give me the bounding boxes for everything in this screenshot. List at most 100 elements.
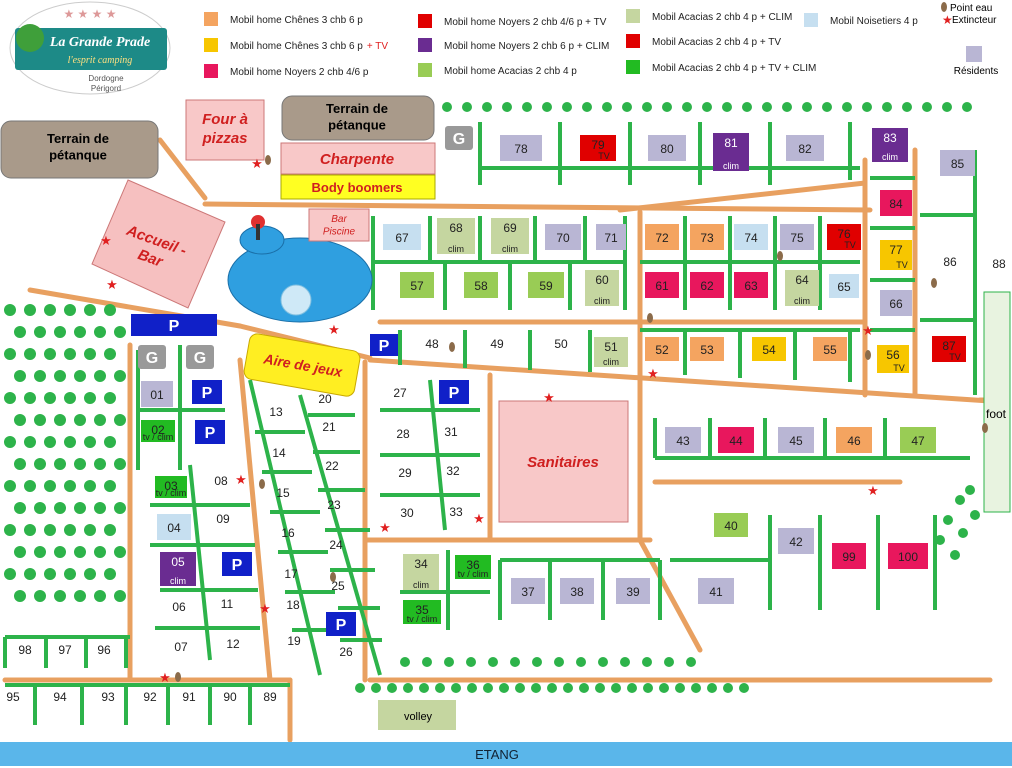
svg-text:71: 71 (604, 231, 618, 245)
plot-92: 92 (143, 690, 157, 704)
svg-text:74: 74 (744, 231, 758, 245)
water-point-10 (175, 672, 181, 682)
svg-text:clim: clim (502, 244, 518, 254)
volley-label: volley (404, 711, 433, 723)
charpente: Charpente (280, 142, 436, 175)
plot-75: 75 (780, 224, 814, 250)
plot-72: 72 (645, 224, 679, 250)
svg-text:45: 45 (789, 434, 803, 448)
plot-84: 84 (880, 190, 912, 216)
plot-15: 15 (276, 486, 290, 500)
svg-text:47: 47 (911, 434, 925, 448)
svg-text:44: 44 (729, 434, 743, 448)
plot-63: 63 (734, 272, 768, 298)
pool (227, 215, 373, 323)
plot-24: 24 (329, 538, 343, 552)
plot-31: 31 (444, 425, 458, 439)
svg-text:36: 36 (466, 558, 480, 572)
plot-73: 73 (690, 224, 724, 250)
plot-66: 66 (880, 290, 912, 316)
svg-text:01: 01 (150, 388, 164, 402)
logo-tagline: l'esprit camping (68, 55, 133, 66)
plot-41: 41 (698, 578, 734, 604)
plot-33: 33 (449, 505, 463, 519)
svg-text:★ ★ ★ ★: ★ ★ ★ ★ (63, 7, 116, 21)
plot-93: 93 (101, 690, 115, 704)
extinguisher-1: ★ (251, 156, 263, 171)
plot-88: 88 (992, 257, 1006, 271)
logo: ★ ★ ★ ★ La Grande Prade l'esprit camping… (9, 1, 171, 95)
extinguisher-3: ★ (106, 277, 118, 292)
svg-text:58: 58 (474, 279, 488, 293)
parking-1: P (131, 314, 217, 336)
svg-text:80: 80 (660, 142, 674, 156)
plot-82: 82 (786, 135, 824, 161)
svg-text:35: 35 (415, 603, 429, 617)
plot-50: 50 (554, 337, 568, 351)
plot-08: 08 (214, 474, 228, 488)
svg-text:76: 76 (837, 227, 851, 241)
plot-06: 06 (172, 600, 186, 614)
plot-49: 49 (490, 337, 504, 351)
svg-text:52: 52 (655, 343, 669, 357)
plot-23: 23 (327, 498, 341, 512)
plot-17: 17 (284, 567, 298, 581)
svg-text:65: 65 (837, 280, 851, 294)
plot-100: 100 (888, 543, 928, 569)
svg-text:99: 99 (842, 550, 856, 564)
logo-region2: Périgord (91, 84, 121, 93)
volley-court (378, 700, 456, 730)
svg-text:Mobil home Chênes 3 chb 6 p: Mobil home Chênes 3 chb 6 p (230, 15, 363, 26)
svg-text:Mobil Noisetiers 4 p: Mobil Noisetiers 4 p (830, 16, 918, 27)
parking-6: P (222, 552, 252, 576)
svg-text:tv / clim: tv / clim (143, 432, 174, 442)
svg-text:Résidents: Résidents (954, 66, 998, 77)
plot-38: 38 (560, 578, 594, 604)
plot-04: 04 (157, 514, 191, 540)
plot-91: 91 (182, 690, 196, 704)
svg-text:53: 53 (700, 343, 714, 357)
plot-55: 55 (813, 337, 847, 361)
svg-text:clim: clim (882, 152, 898, 162)
parking-2: P (370, 334, 398, 356)
water-point-6 (865, 350, 871, 360)
plot-62: 62 (690, 272, 724, 298)
plot-64: 64 clim (785, 270, 819, 306)
plot-16: 16 (281, 526, 295, 540)
svg-text:40: 40 (724, 519, 738, 533)
svg-text:59: 59 (539, 279, 553, 293)
plot-90: 90 (223, 690, 237, 704)
svg-text:P: P (232, 557, 243, 574)
svg-text:P: P (449, 385, 460, 402)
plot-99: 99 (832, 543, 866, 569)
parking-3: P (192, 380, 222, 404)
svg-text:clim: clim (794, 296, 810, 306)
plot-46: 46 (836, 427, 872, 453)
svg-text:56: 56 (886, 348, 900, 362)
svg-text:51: 51 (604, 340, 618, 354)
svg-text:78: 78 (514, 142, 528, 156)
legend-item-9: Mobil Acacias 2 chb 4 p + TV + CLIM (626, 60, 816, 74)
svg-text:Sanitaires: Sanitaires (527, 454, 599, 471)
plot-43: 43 (665, 427, 701, 453)
extinguisher-12: ★ (259, 601, 271, 616)
plot-27: 27 (393, 386, 407, 400)
svg-text:79: 79 (591, 138, 605, 152)
svg-text:64: 64 (795, 273, 809, 287)
svg-text:tv / clim: tv / clim (156, 488, 187, 498)
plot-13: 13 (269, 405, 283, 419)
plot-07: 07 (174, 640, 188, 654)
plot-65: 65 (829, 274, 859, 298)
legend-extincteur: ★Extincteur (942, 13, 997, 27)
extinguisher-11: ★ (473, 511, 485, 526)
plot-59: 59 (528, 272, 564, 298)
